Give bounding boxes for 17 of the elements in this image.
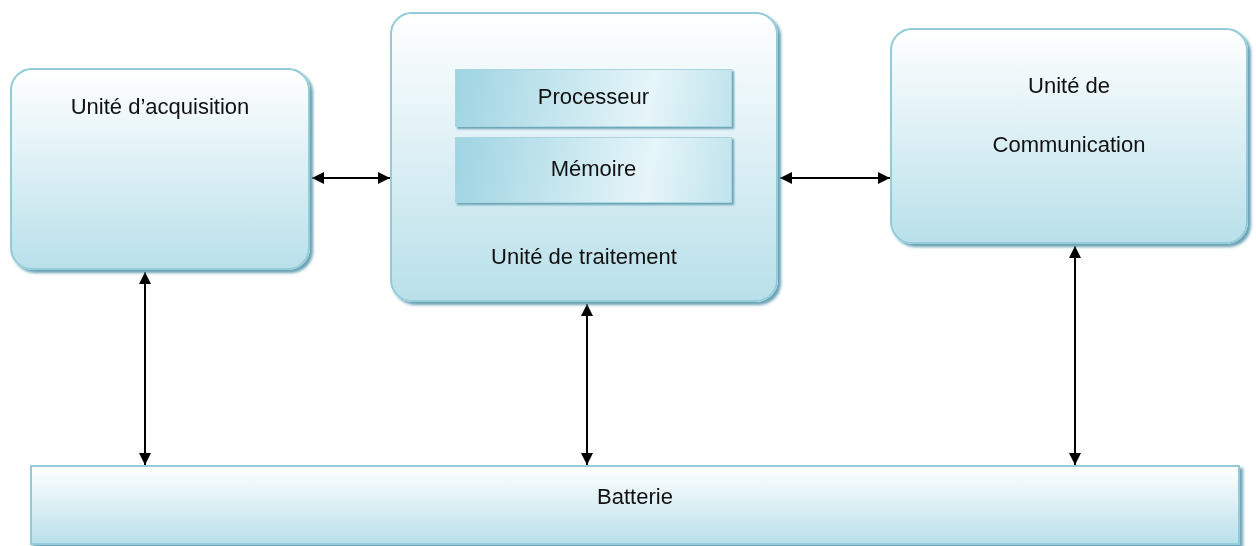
node-label: Processeur: [536, 84, 651, 111]
arrow: [779, 172, 891, 184]
node-label: Batterie: [596, 484, 674, 511]
component-box: [455, 69, 732, 127]
node-label: Unité de traitement: [490, 244, 678, 271]
node-label: Unité d’acquisition: [69, 94, 251, 121]
arrow: [581, 303, 593, 466]
battery-bar: [30, 465, 1240, 545]
arrow: [1069, 245, 1081, 466]
component-box: [455, 137, 732, 203]
unit-box: [390, 12, 778, 302]
unit-box: [10, 68, 310, 270]
unit-box: [890, 28, 1248, 244]
arrow: [139, 271, 151, 466]
node-label: Unité de Communication: [991, 72, 1147, 160]
node-label: Mémoire: [549, 156, 638, 183]
arrow: [311, 172, 391, 184]
